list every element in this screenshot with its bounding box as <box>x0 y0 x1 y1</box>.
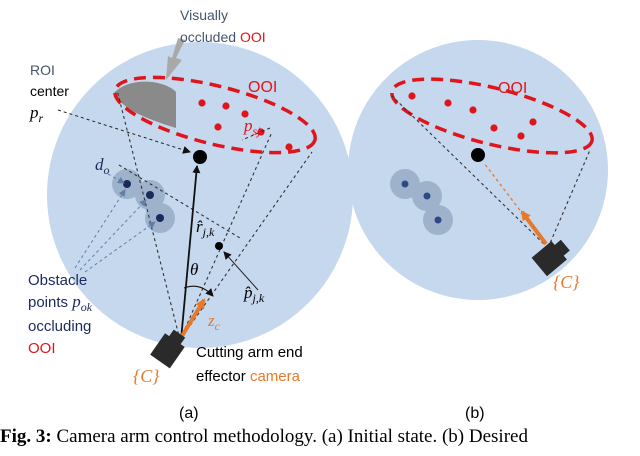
obstacle-line1: Obstacle <box>28 272 87 289</box>
r-hat-vector <box>180 165 201 341</box>
roi-circle-b <box>348 40 608 300</box>
pr-callout <box>57 109 191 154</box>
projected-point <box>215 242 223 250</box>
visually-occluded-line2: occluded OOI <box>180 29 266 45</box>
roi-title-line2: radius r <box>64 29 114 46</box>
r-hat-label: r̂j,k <box>196 217 215 239</box>
ooi-ellipse <box>113 75 317 155</box>
ooi-ellipse-b <box>390 77 594 155</box>
d-o-label: do <box>95 155 110 177</box>
psj-callout <box>241 127 271 141</box>
roi-center-line1: ROI <box>30 62 55 78</box>
phat-callout <box>223 251 259 291</box>
obstacle-line2: points pok <box>28 292 93 314</box>
obstacle-cluster-b <box>390 169 453 235</box>
p-hat-label: p̂j,k <box>243 283 265 305</box>
ooi-points <box>198 99 293 151</box>
p-sj-label: psj <box>243 116 261 138</box>
obstacle-line4: OOI <box>28 340 56 357</box>
theta-arc <box>183 285 214 297</box>
z-c-label: zc <box>207 311 221 333</box>
camera-frame-a: {C} <box>133 366 160 386</box>
panel-a: ROI of radius r Visually occluded OOI OO… <box>28 7 353 422</box>
camera-z-axis <box>180 298 206 338</box>
camera-body-a <box>150 329 186 369</box>
caption-text: Camera arm control methodology. (a) Init… <box>51 426 528 447</box>
p-r-label: pr <box>29 103 44 125</box>
panel-b: ROI OOI {C} (b) <box>348 32 608 422</box>
cutting-arm-line1: Cutting arm end <box>196 344 303 361</box>
ooi-label-a: OOI <box>248 79 277 96</box>
ooi-points-b <box>408 92 537 140</box>
visually-occluded-line1: Visually <box>180 7 228 23</box>
roi-circle <box>47 42 353 348</box>
panel-a-label: (a) <box>179 405 199 422</box>
roi-center-point-b <box>471 148 485 162</box>
panel-b-label: (b) <box>465 405 485 422</box>
occluded-pointer-arrow <box>166 38 185 80</box>
roi-label-b: ROI <box>375 32 402 49</box>
camera-body-b <box>531 239 570 277</box>
view-rays-b <box>391 95 591 249</box>
ooi-label-b: OOI <box>498 80 527 97</box>
caption-prefix: Fig. 3: <box>0 426 52 447</box>
obstacle-line3: occluding <box>28 318 91 335</box>
camera-frame-b: {C} <box>553 272 580 292</box>
roi-center-line2: center <box>30 83 69 99</box>
theta-label: θ <box>190 260 198 279</box>
camera-z-axis-b <box>520 210 548 246</box>
obstacle-callouts <box>74 173 156 273</box>
roi-title-line1: ROI of <box>64 7 108 24</box>
occluded-region <box>114 81 176 128</box>
figure-caption: Fig. 3: Camera arm control methodology. … <box>0 426 640 448</box>
roi-center-point <box>193 150 207 164</box>
cutting-arm-line2: effector camera <box>196 368 301 385</box>
